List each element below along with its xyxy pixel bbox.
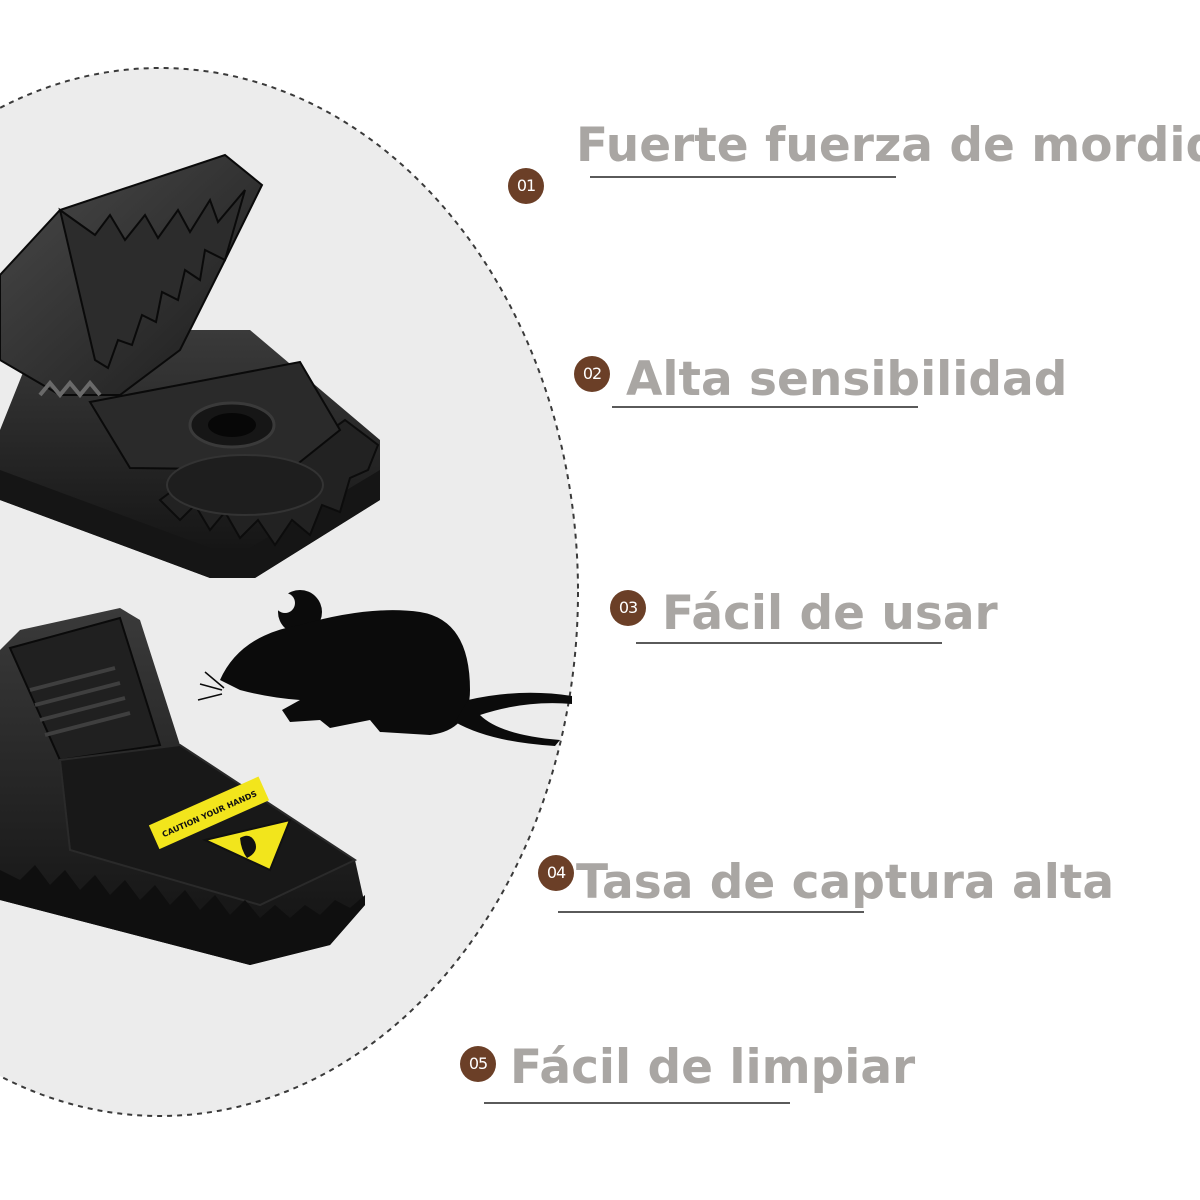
- feature-4-number: 04: [538, 855, 574, 891]
- feature-2-label: Alta sensibilidad: [626, 352, 1068, 407]
- feature-1: 01 Fuerte fuerza de mordida: [500, 118, 1200, 204]
- feature-3-underline: [636, 642, 942, 644]
- feature-4: 04 Tasa de captura alta: [538, 855, 1200, 925]
- feature-5: 05 Fácil de limpiar: [460, 1040, 1200, 1110]
- feature-4-underline: [558, 911, 864, 913]
- mouse-silhouette-icon: [197, 590, 572, 746]
- feature-3-label: Fácil de usar: [662, 586, 998, 641]
- trap-open-icon: [0, 153, 380, 578]
- feature-2-underline: [612, 406, 918, 408]
- feature-5-number: 05: [460, 1046, 496, 1082]
- feature-1-label: Fuerte fuerza de mordida: [576, 118, 1200, 173]
- feature-3: 03 Fácil de usar: [610, 586, 1200, 656]
- feature-4-label: Tasa de captura alta: [576, 855, 1115, 910]
- feature-1-underline: [590, 176, 896, 178]
- feature-2-number: 02: [574, 356, 610, 392]
- trap-closed-icon: CAUTION YOUR HANDS: [0, 608, 365, 965]
- feature-5-underline: [484, 1102, 790, 1104]
- feature-1-number: 01: [508, 168, 544, 204]
- feature-2: 02 Alta sensibilidad: [574, 352, 1200, 422]
- feature-3-number: 03: [610, 590, 646, 626]
- feature-5-label: Fácil de limpiar: [510, 1040, 916, 1095]
